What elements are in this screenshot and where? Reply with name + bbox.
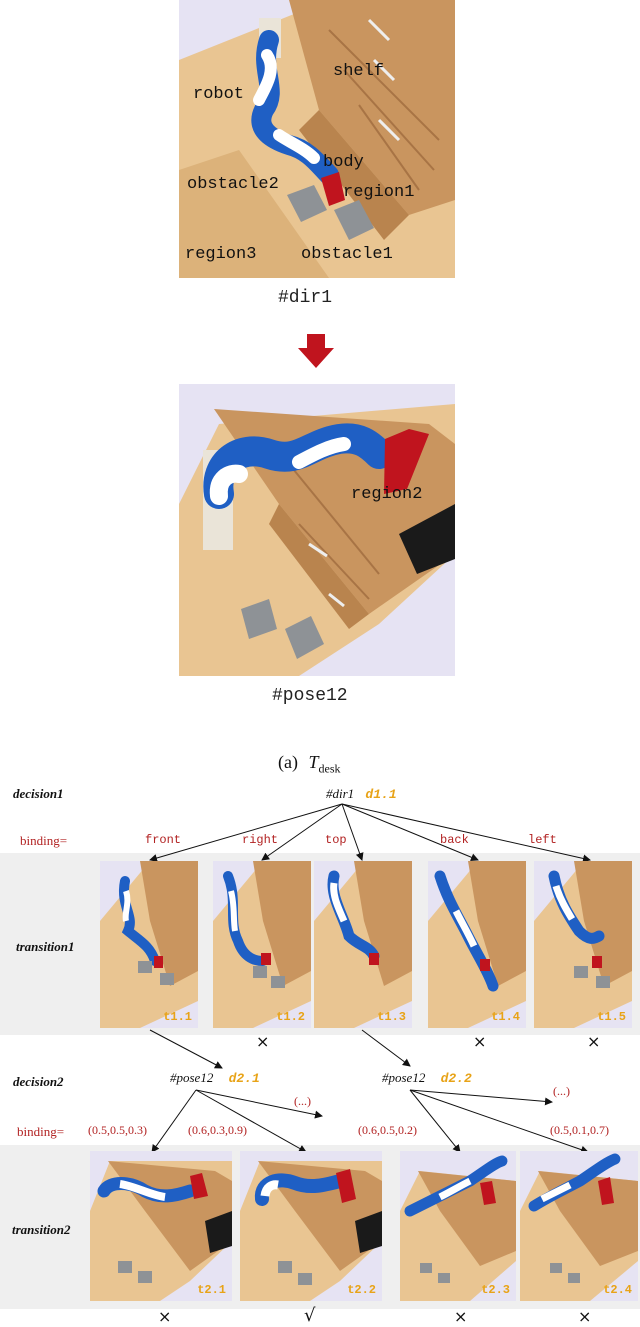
decision1-node-id: d1.1 xyxy=(365,787,397,802)
thumb-t1-1-illustration xyxy=(100,861,198,1028)
thumb-t1-1-id: t1.1 xyxy=(163,1010,192,1024)
thumb-t2-3: t2.3 xyxy=(400,1151,516,1301)
scene-pose12-illustration xyxy=(179,384,455,676)
thumb-t2-1: t2.1 xyxy=(90,1151,232,1301)
decision2-label: decision2 xyxy=(13,1074,64,1089)
scene-dir1-image: shelf robot body obstacle2 region1 regio… xyxy=(179,0,455,278)
decision2-node-2: #pose12 d2.2 xyxy=(382,1070,472,1086)
thumb-t2-1-illustration xyxy=(90,1151,232,1301)
caption-pose12: #pose12 xyxy=(272,686,348,706)
binding-tuple-1: (0.5,0.5,0.3) xyxy=(88,1123,147,1137)
thumb-t2-3-id: t2.3 xyxy=(481,1283,510,1297)
thumb-t1-5-illustration xyxy=(534,861,632,1028)
mark-t2-2: √ xyxy=(304,1305,316,1326)
label-shelf: shelf xyxy=(333,62,385,81)
transition1-label: transition1 xyxy=(16,939,75,954)
mark-t2-4: × xyxy=(578,1307,592,1326)
thumb-t1-4: t1.4 xyxy=(428,861,526,1028)
binding-right: right xyxy=(242,833,279,847)
down-arrow-icon xyxy=(298,334,334,368)
mark-t1-5: × xyxy=(587,1032,601,1051)
label-region3: region3 xyxy=(185,245,257,264)
thumb-t2-3-illustration xyxy=(400,1151,516,1301)
decision2-node-1-id: d2.1 xyxy=(228,1071,260,1086)
thumb-t1-3: t1.3 xyxy=(314,861,412,1028)
label-obstacle1: obstacle1 xyxy=(301,245,393,264)
mark-t1-4: × xyxy=(473,1032,487,1051)
binding-tuple-3: (0.6,0.5,0.2) xyxy=(358,1123,417,1137)
binding-left: left xyxy=(528,833,557,847)
binding-tuple-4: (0.5,0.1,0.7) xyxy=(550,1123,609,1137)
mark-t2-1: × xyxy=(158,1307,172,1326)
thumb-t2-2: t2.2 xyxy=(240,1151,382,1301)
binding-top: top xyxy=(325,833,347,847)
decision2-node-1-label: #pose12 xyxy=(170,1070,214,1085)
label-obstacle2: obstacle2 xyxy=(187,175,279,194)
thumb-t2-4-id: t2.4 xyxy=(603,1283,632,1297)
decision1-label: decision1 xyxy=(13,786,64,801)
thumb-t1-5: t1.5 xyxy=(534,861,632,1028)
decision2-binding-label: binding= xyxy=(17,1124,65,1139)
thumb-t1-4-id: t1.4 xyxy=(491,1010,520,1024)
label-body: body xyxy=(323,153,364,172)
decision2-more-2: (...) xyxy=(553,1084,570,1098)
decision2-node-1: #pose12 d2.1 xyxy=(170,1070,260,1086)
binding-front: front xyxy=(145,833,182,847)
thumb-t1-2-id: t1.2 xyxy=(276,1010,305,1024)
decision1-node: #dir1 d1.1 xyxy=(326,786,397,802)
binding-back: back xyxy=(440,833,469,847)
subfigure-prefix: (a) xyxy=(278,752,298,772)
mark-t2-3: × xyxy=(454,1307,468,1326)
thumb-t2-4: t2.4 xyxy=(520,1151,638,1301)
thumb-t2-2-illustration xyxy=(240,1151,382,1301)
mark-t1-2: × xyxy=(256,1032,270,1051)
binding-tuple-2: (0.6,0.3,0.9) xyxy=(188,1123,247,1137)
subfigure-symbol: T xyxy=(308,752,319,772)
label-region1: region1 xyxy=(343,183,415,202)
decision1-binding-label: binding= xyxy=(20,833,68,848)
thumb-t2-4-illustration xyxy=(520,1151,638,1301)
label-region2: region2 xyxy=(351,485,423,504)
scene-dir1-illustration xyxy=(179,0,455,278)
thumb-t1-2: t1.2 xyxy=(213,861,311,1028)
thumb-t1-3-id: t1.3 xyxy=(377,1010,406,1024)
decision2-more-1: (...) xyxy=(294,1094,311,1108)
label-robot: robot xyxy=(193,85,245,104)
subfigure-subscript: desk xyxy=(318,761,341,776)
thumb-t2-2-id: t2.2 xyxy=(347,1283,376,1297)
thumb-t1-5-id: t1.5 xyxy=(597,1010,626,1024)
decision2-node-2-label: #pose12 xyxy=(382,1070,426,1085)
decision2-node-2-id: d2.2 xyxy=(440,1071,472,1086)
scene-pose12-image: region2 xyxy=(179,384,455,676)
thumb-t2-1-id: t2.1 xyxy=(197,1283,226,1297)
thumb-t1-3-illustration xyxy=(314,861,412,1028)
thumb-t1-2-illustration xyxy=(213,861,311,1028)
thumb-t1-1: t1.1 xyxy=(100,861,198,1028)
subfigure-caption: (a) Tdesk xyxy=(278,752,341,777)
caption-dir1: #dir1 xyxy=(278,288,333,308)
decision1-node-label: #dir1 xyxy=(326,786,355,801)
transition2-label: transition2 xyxy=(12,1222,71,1237)
thumb-t1-4-illustration xyxy=(428,861,526,1028)
